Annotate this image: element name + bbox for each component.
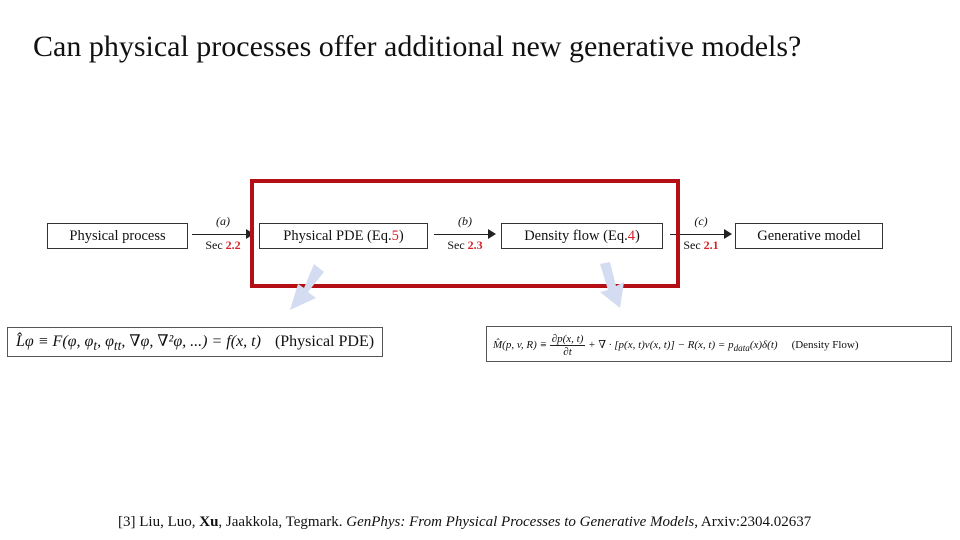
arrow-a-label: (a): [216, 214, 230, 228]
box-generative-model: Generative model: [735, 223, 883, 249]
arrow-b: (b) Sec 2.3: [434, 214, 496, 254]
formula-density-flow-tag: (Density Flow): [791, 339, 859, 351]
eq-ref-5: 5: [391, 228, 399, 244]
down-arrow-left-icon: [290, 264, 324, 310]
arrow-c-label: (c): [694, 214, 708, 228]
citation: [3] Liu, Luo, Xu, Jaakkola, Tegmark. Gen…: [118, 514, 812, 530]
arrow-b-section: Sec 2.3: [447, 238, 483, 252]
citation-paper-title: GenPhys: From Physical Processes to Gene…: [346, 514, 698, 530]
arrow-b-label: (b): [458, 214, 472, 228]
box-generative-model-label: Generative model: [757, 228, 861, 244]
box-density-flow: Density flow (Eq.4): [501, 223, 663, 249]
box-physical-process-label: Physical process: [69, 228, 166, 244]
citation-bold-author: Xu: [199, 514, 219, 530]
formula-physical-pde: L̂φ ≡ F(φ, φt, φtt, ∇φ, ∇²φ, ...) = f(x,…: [7, 327, 384, 357]
slide-title: Can physical processes offer additional …: [33, 30, 802, 63]
highlight-rectangle: [250, 179, 680, 288]
box-physical-pde: Physical PDE (Eq.5): [259, 223, 428, 249]
eq-ref-4: 4: [627, 228, 635, 244]
down-arrow-right-icon: [600, 262, 624, 308]
formula-density-flow: M̂(p, v, R) ≡ ∂p(x, t)∂t + ∇ · [p(x, t)v…: [486, 326, 952, 362]
formula-fraction: ∂p(x, t)∂t: [549, 332, 586, 358]
box-physical-process: Physical process: [47, 223, 188, 249]
arrow-c-section: Sec 2.1: [683, 238, 719, 252]
arrow-c: (c) Sec 2.1: [670, 214, 732, 254]
arrow-a: (a) Sec 2.2: [192, 214, 254, 254]
formula-physical-pde-tag: (Physical PDE): [274, 333, 375, 350]
arrow-a-section: Sec 2.2: [205, 238, 241, 252]
